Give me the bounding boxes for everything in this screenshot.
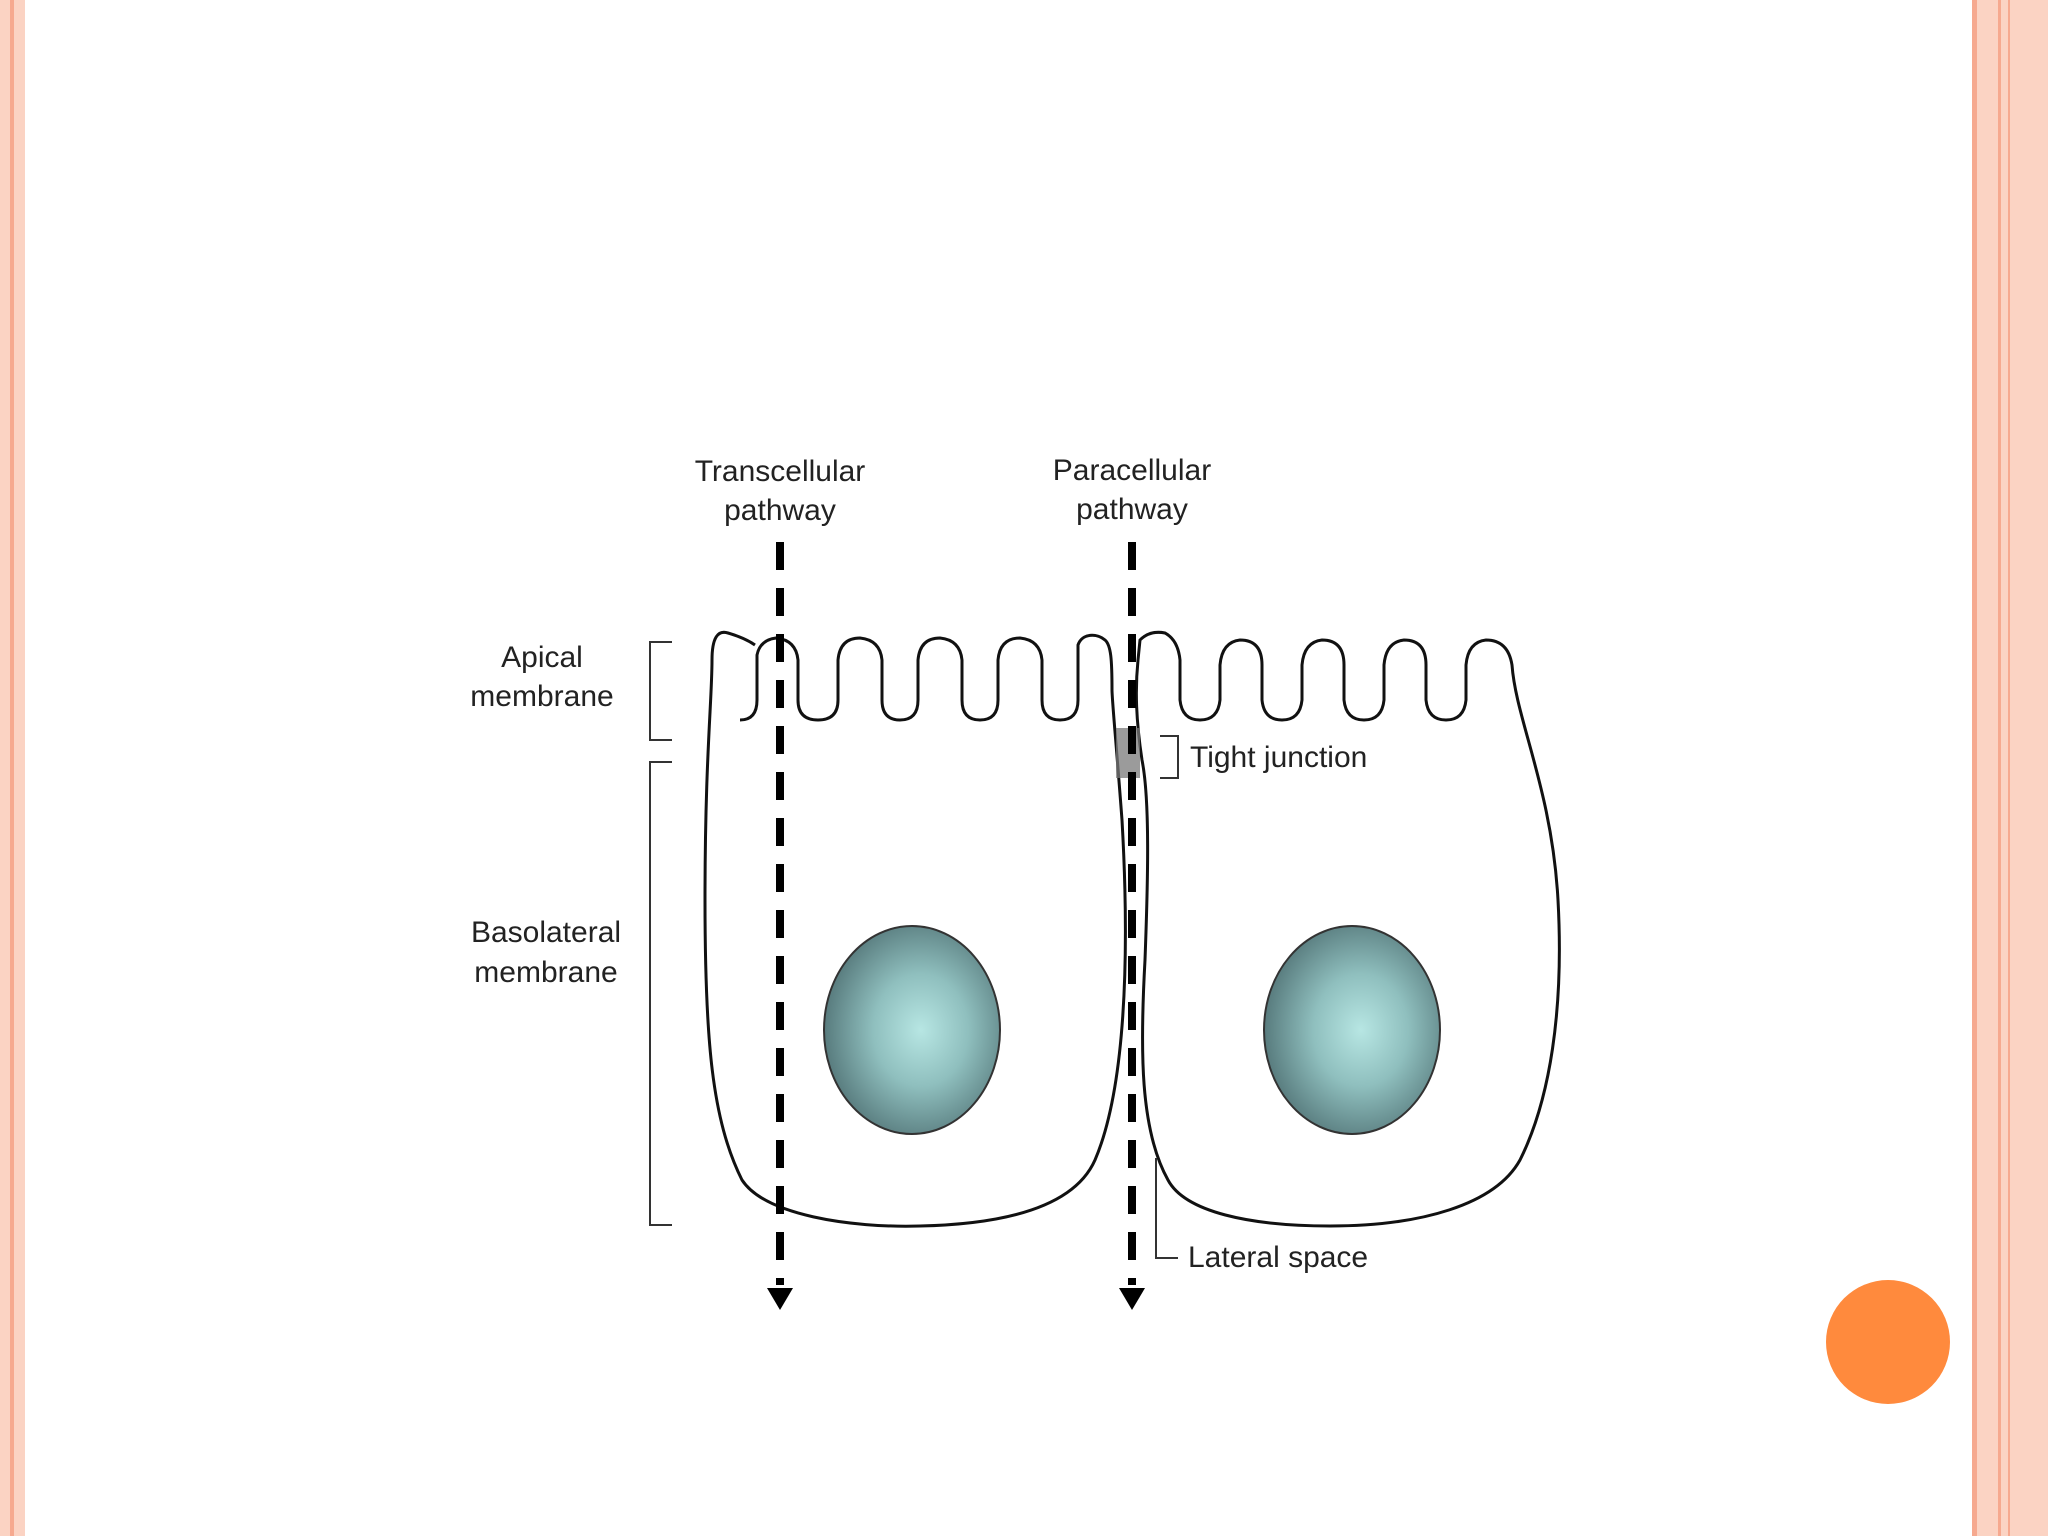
apical-label-line1: Apical: [501, 641, 583, 674]
right-frame-gap: [1958, 0, 1972, 1536]
basolateral-label-line1: Basolateral: [471, 916, 621, 949]
right-cell-membrane: [1134, 630, 1561, 1228]
paracellular-label-line2: pathway: [1076, 493, 1188, 526]
lateral-space-label: Lateral space: [1188, 1241, 1368, 1274]
left-nucleus: [823, 925, 1001, 1135]
paracellular-label-line1: Paracellular: [1053, 454, 1211, 487]
apical-membrane-bracket: [649, 641, 672, 741]
left-cell-membrane: [703, 630, 1127, 1228]
apical-label-line2: membrane: [470, 680, 613, 713]
accent-circle: [1826, 1280, 1950, 1404]
transcellular-label-line1: Transcellular: [695, 455, 866, 488]
right-nucleus: [1263, 925, 1441, 1135]
tight-junction-label: Tight junction: [1190, 741, 1367, 774]
transcellular-label-line2: pathway: [724, 494, 836, 527]
basolateral-label-line2: membrane: [474, 956, 617, 989]
right-frame-line: [1972, 0, 1977, 1536]
left-frame-line: [10, 0, 14, 1536]
tight-junction-bracket: [1160, 735, 1179, 779]
lateral-space-pointer: [1155, 1158, 1178, 1259]
right-frame-line: [2008, 0, 2010, 1536]
paracellular-arrowhead: [1119, 1288, 1145, 1310]
transcellular-arrowhead: [767, 1288, 793, 1310]
right-frame-line: [1998, 0, 2001, 1536]
basolateral-membrane-bracket: [649, 761, 672, 1226]
